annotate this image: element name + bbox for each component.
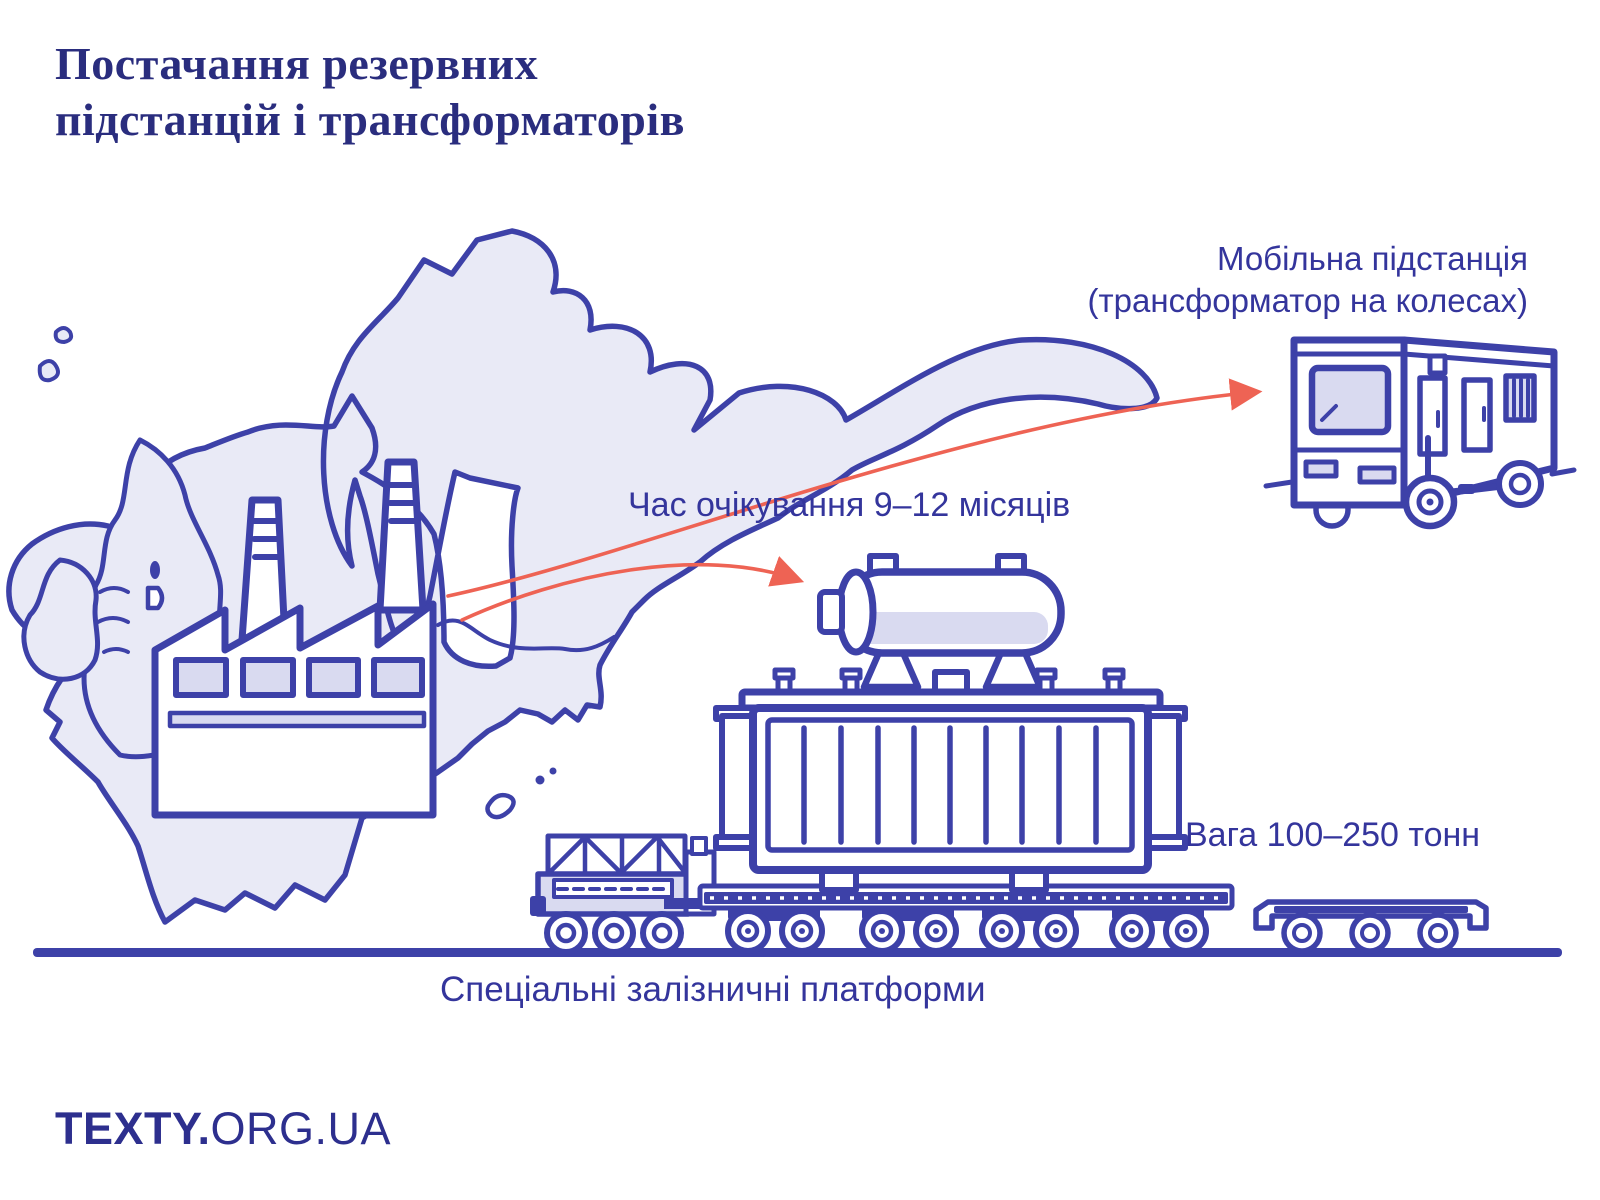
factory-windows — [173, 657, 425, 698]
island-dot — [549, 767, 557, 775]
conservator-tank — [817, 568, 1065, 657]
great-britain-detail-lines — [96, 586, 130, 654]
truck-drawbar — [664, 898, 708, 909]
page-title-line2: підстанцій і трансформаторів — [55, 94, 685, 146]
platform-wheels — [725, 908, 1209, 954]
texty-logo: TEXTY.ORG.UA — [55, 1103, 391, 1155]
truck-bumper — [530, 896, 546, 916]
special-railway-platform — [697, 883, 1235, 954]
substation-rear-wheel — [1496, 460, 1544, 508]
flat-wagon-icon — [1253, 899, 1489, 954]
northern-isles — [37, 326, 74, 383]
mobile-substation-icon — [1263, 336, 1577, 530]
truck-exhaust-stack — [690, 836, 708, 856]
texty-logo-rest: ORG.UA — [210, 1103, 392, 1154]
transformer-radiator-fins — [801, 725, 1099, 845]
substation-ground-dash — [1549, 467, 1577, 477]
heavy-truck-icon — [530, 833, 717, 955]
label-weight: Вага 100–250 тонн — [1185, 816, 1481, 854]
substation-vent-window — [1503, 373, 1537, 423]
substation-door — [1461, 377, 1493, 453]
substation-door — [1417, 375, 1448, 457]
page-title-line1: Постачання резервних — [55, 38, 539, 89]
factory-icon — [151, 458, 437, 819]
substation-vent — [1357, 465, 1397, 485]
texty-logo-bold: TEXTY. — [55, 1103, 211, 1154]
island-dot — [535, 775, 545, 785]
delivery-arrow-to-substation — [446, 378, 1263, 598]
label-wait-time: Час очікування 9–12 місяців — [628, 486, 1071, 524]
substation-main-wheel — [1402, 474, 1458, 530]
label-mobile-substation-line1: Мобільна підстанція — [1216, 240, 1528, 277]
small-island — [485, 792, 516, 820]
map-lake-mark — [145, 561, 165, 611]
substation-window — [1308, 364, 1392, 436]
factory-body — [151, 600, 437, 819]
substation-vent — [1303, 459, 1339, 479]
label-railway-platforms: Спеціальні залізничні платформи — [440, 970, 986, 1009]
factory-chimney-right — [376, 458, 427, 614]
delivery-arrow-to-transformer — [460, 556, 805, 622]
label-mobile-substation: Мобільна підстанція (трансформатор на ко… — [1088, 238, 1528, 322]
flat-wagon-wheels — [1281, 912, 1459, 954]
page-title: Постачання резервних підстанцій і трансф… — [55, 36, 685, 148]
substation-ground-dash — [1263, 479, 1295, 489]
label-mobile-substation-line2: (трансформатор на колесах) — [1087, 282, 1528, 320]
transformer-on-railcar — [713, 553, 1188, 893]
ireland-island — [21, 557, 100, 682]
substation-roof-cap — [1427, 353, 1448, 376]
truck-wheels — [544, 911, 684, 955]
conservator-nub — [817, 589, 845, 635]
map-border-line — [436, 618, 616, 653]
transformer-radiator-panel — [765, 717, 1135, 853]
factory-band — [167, 710, 427, 729]
